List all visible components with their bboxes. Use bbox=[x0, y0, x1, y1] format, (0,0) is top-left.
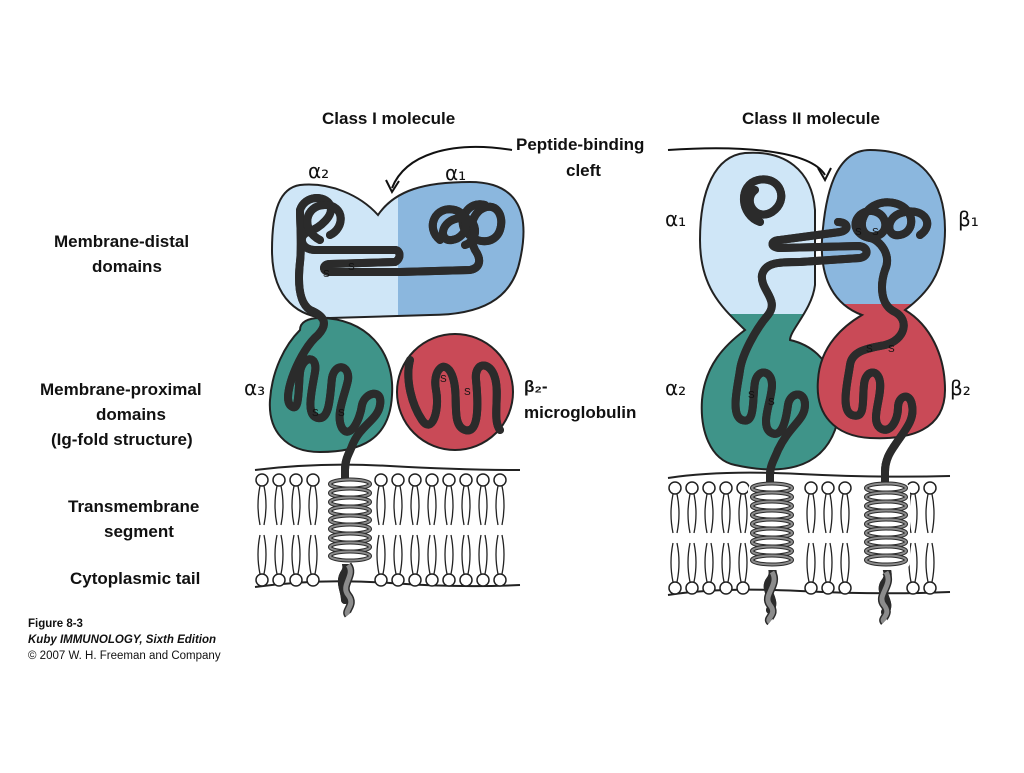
class2-beta-transmembrane-helix bbox=[862, 481, 910, 570]
disulfide-s: S bbox=[464, 387, 471, 398]
class2-alpha2-label: α₂ bbox=[665, 376, 686, 400]
class1-molecule: S S S S S S bbox=[268, 180, 525, 618]
class1-alpha1-label: α₁ bbox=[445, 161, 466, 185]
cleft-label-line1: Peptide-binding bbox=[516, 135, 644, 154]
disulfide-s: S bbox=[748, 390, 755, 401]
proximal-label-line2: domains bbox=[96, 405, 166, 424]
transmembrane-label-line1: Transmembrane bbox=[68, 497, 199, 516]
class2-molecule: S S S S S S bbox=[698, 148, 947, 626]
class2-title: Class II molecule bbox=[742, 109, 880, 128]
class2-alpha-chain bbox=[698, 151, 840, 471]
membrane-class2 bbox=[667, 471, 951, 596]
class2-beta2-label: β₂ bbox=[950, 376, 971, 400]
disulfide-s: S bbox=[323, 269, 330, 280]
class2-alpha-transmembrane-helix bbox=[748, 481, 796, 570]
proximal-label-line3: (Ig-fold structure) bbox=[51, 430, 193, 449]
class1-alpha3-label: α₃ bbox=[244, 376, 265, 400]
class1-b2m-label-line1: β₂- bbox=[524, 377, 548, 396]
disulfide-s: S bbox=[866, 344, 873, 355]
class1-disulfide-bonds: S S S S S S bbox=[312, 262, 471, 419]
distal-label-line2: domains bbox=[92, 257, 162, 276]
copyright: © 2007 W. H. Freeman and Company bbox=[28, 650, 221, 662]
class1-alpha1-alpha2-domain bbox=[270, 180, 525, 320]
membrane-class1 bbox=[254, 463, 521, 588]
cytoplasmic-tail-label: Cytoplasmic tail bbox=[70, 569, 200, 588]
disulfide-s: S bbox=[768, 397, 775, 408]
disulfide-s: S bbox=[855, 227, 862, 238]
peptide-cleft-arrows bbox=[385, 145, 832, 195]
figure-number: Figure 8-3 bbox=[28, 618, 83, 630]
class1-title: Class I molecule bbox=[322, 109, 455, 128]
disulfide-s: S bbox=[348, 262, 355, 273]
proximal-label-line1: Membrane-proximal bbox=[40, 380, 202, 399]
disulfide-s: S bbox=[440, 374, 447, 385]
cleft-label-line2: cleft bbox=[566, 161, 601, 180]
book-title: Kuby IMMUNOLOGY, Sixth Edition bbox=[28, 634, 217, 646]
disulfide-s: S bbox=[312, 408, 319, 419]
transmembrane-label-line2: segment bbox=[104, 522, 174, 541]
class1-transmembrane-helix bbox=[326, 477, 374, 564]
class1-b2m-label-line2: microglobulin bbox=[524, 403, 636, 422]
distal-label-line1: Membrane-distal bbox=[54, 232, 189, 251]
class2-alpha1-label: α₁ bbox=[665, 207, 686, 231]
disulfide-s: S bbox=[888, 344, 895, 355]
class1-alpha2-label: α₂ bbox=[308, 159, 329, 183]
class2-beta1-label: β₁ bbox=[958, 207, 979, 231]
disulfide-s: S bbox=[338, 408, 345, 419]
disulfide-s: S bbox=[872, 227, 879, 238]
class2-disulfide-bonds: S S S S S S bbox=[748, 227, 895, 408]
